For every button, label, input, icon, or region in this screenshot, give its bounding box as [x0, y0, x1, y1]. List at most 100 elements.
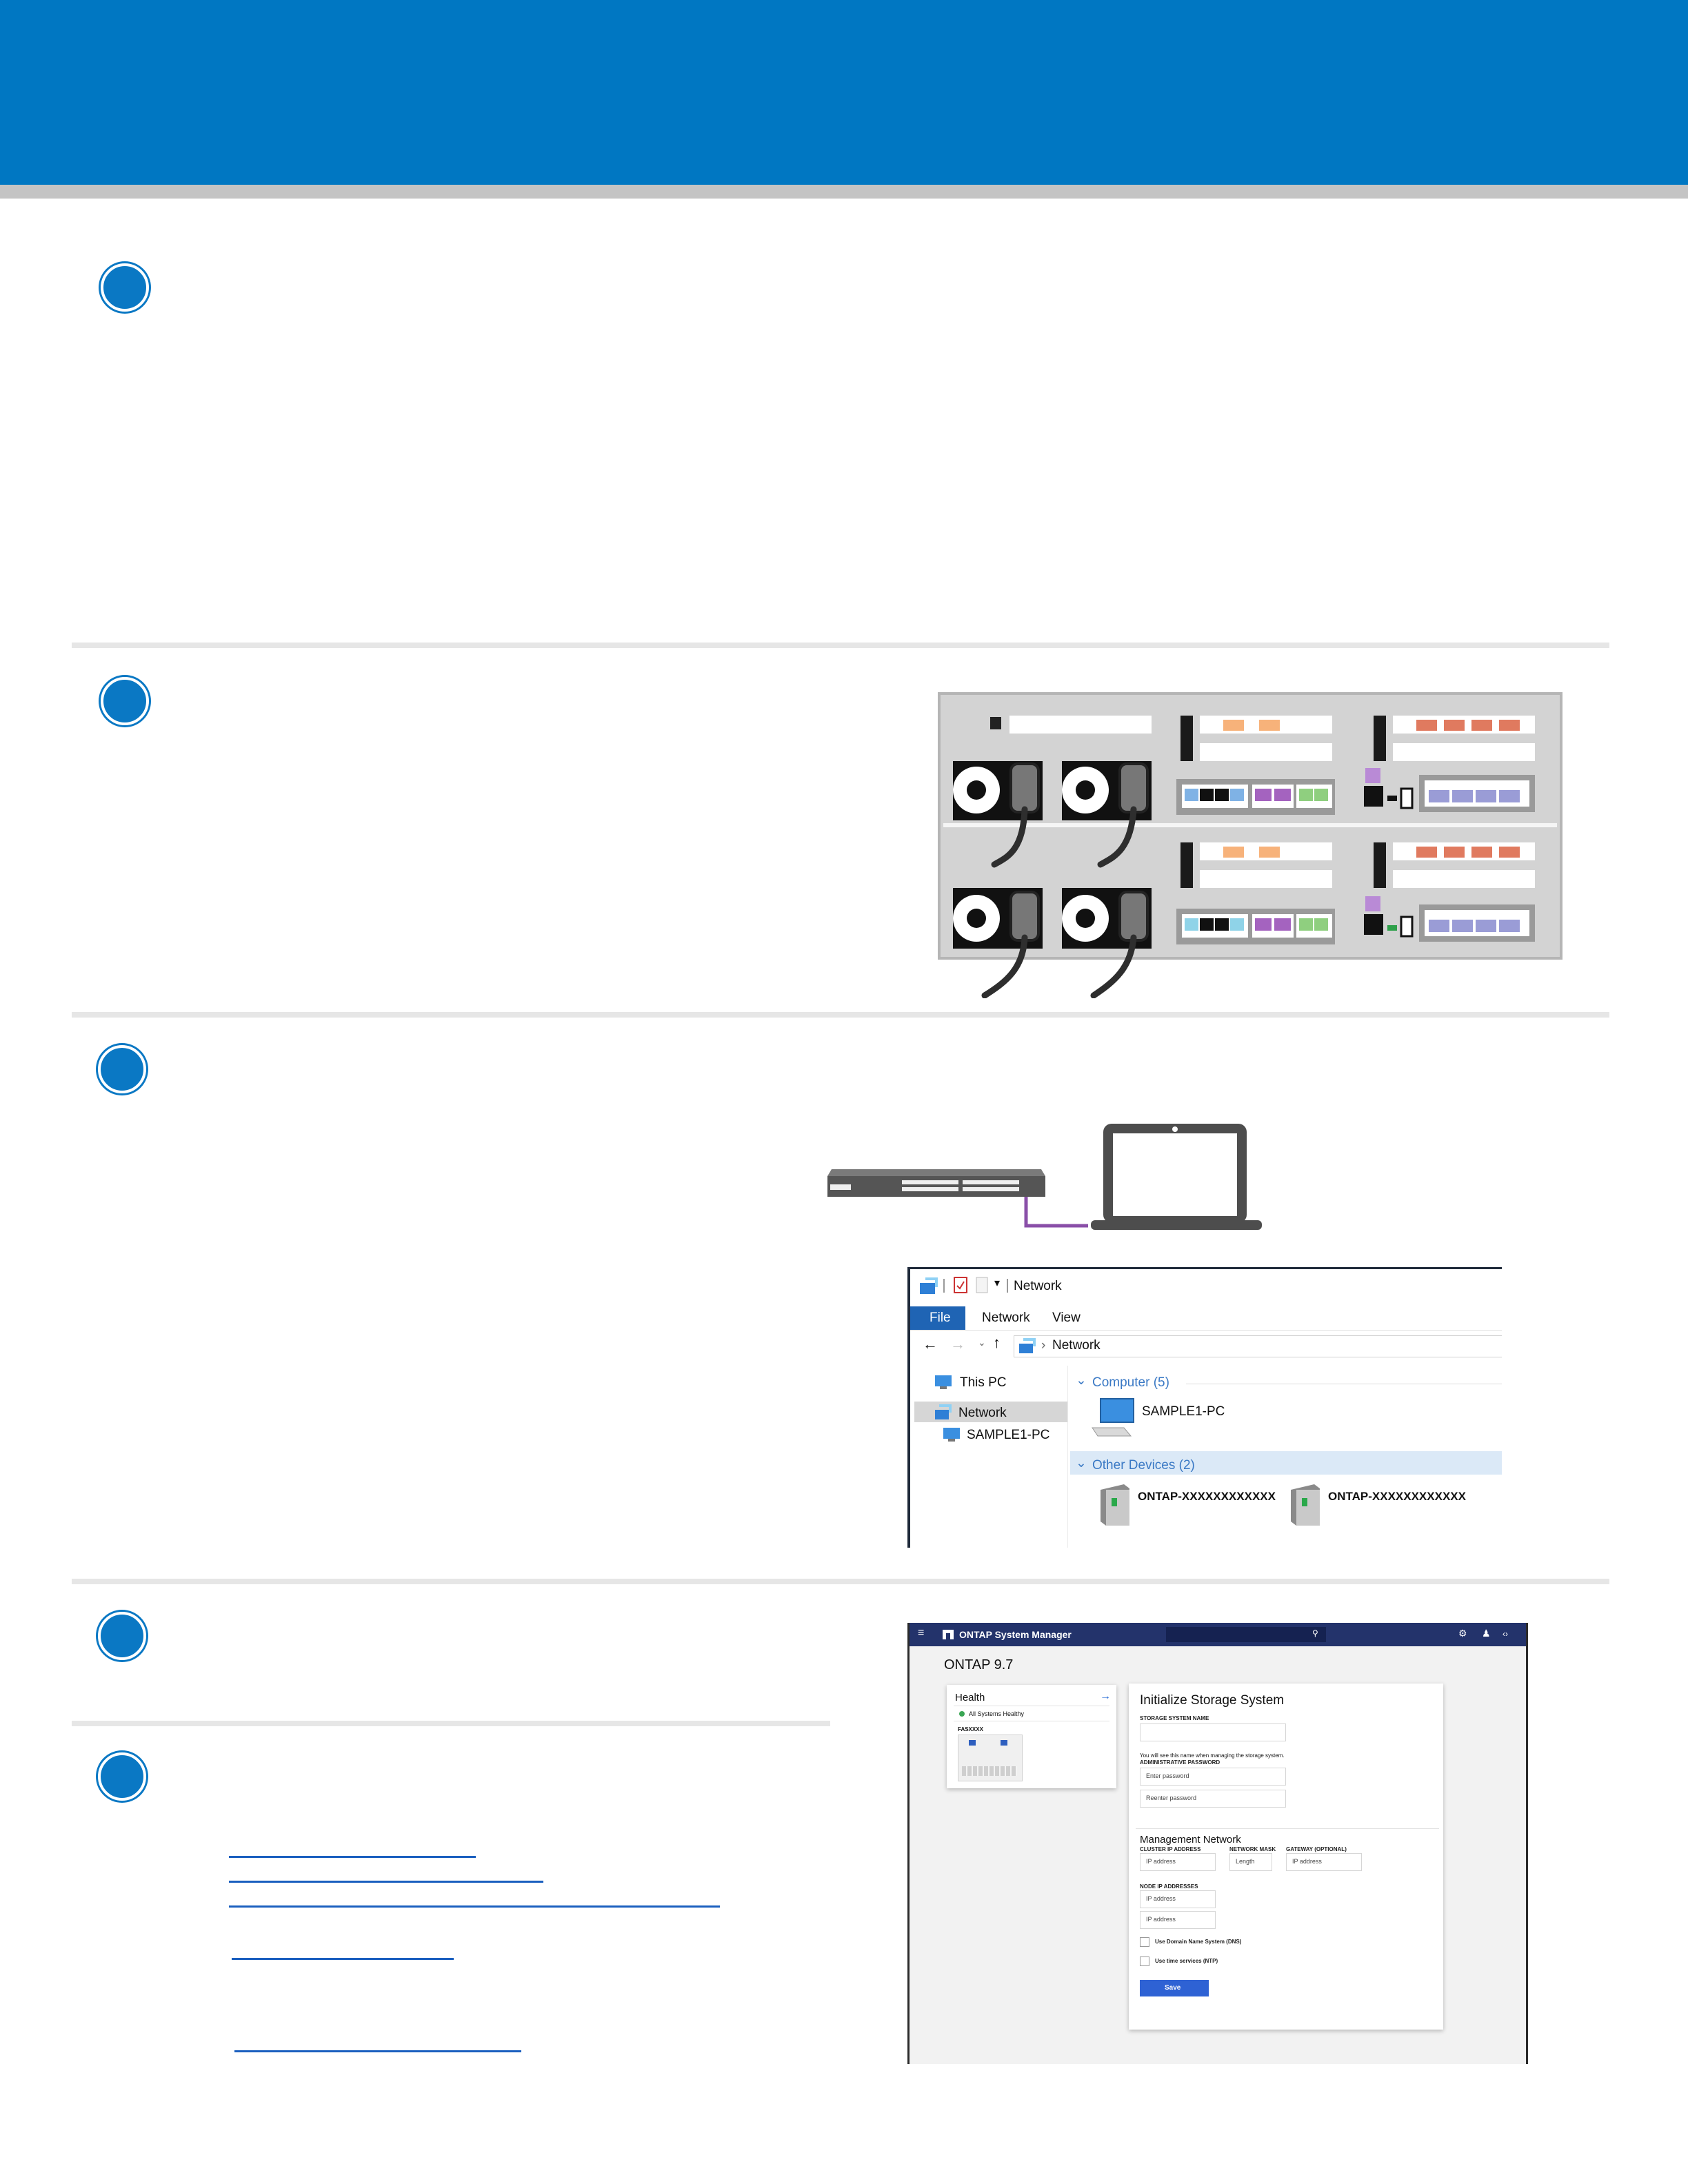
power-cords: [981, 806, 1137, 998]
ntp-checkbox-label: Use time services (NTP): [1155, 1958, 1218, 1964]
node-ip-input-2[interactable]: IP address: [1140, 1911, 1216, 1929]
back-arrow-icon[interactable]: ←: [923, 1335, 938, 1353]
switch-laptop-illustration: [827, 1124, 1262, 1230]
group-header-row-highlight: [1070, 1451, 1502, 1475]
healthy-check-icon: [959, 1711, 965, 1717]
forward-arrow-icon[interactable]: →: [950, 1335, 965, 1353]
controller-icon: [1001, 1740, 1007, 1746]
code-icon[interactable]: ‹›: [1503, 1629, 1508, 1639]
this-pc-icon: [935, 1375, 952, 1389]
mgmt-network-title: Management Network: [1140, 1834, 1241, 1846]
storage-name-hint: You will see this name when managing the…: [1140, 1752, 1285, 1759]
new-folder-icon[interactable]: [975, 1276, 989, 1294]
health-title: Health: [955, 1692, 985, 1703]
section-divider: [72, 1579, 1609, 1584]
menu-icon[interactable]: ≡: [918, 1627, 925, 1639]
ribbon-tab-file[interactable]: [910, 1306, 965, 1330]
save-button-label: Save: [1165, 1984, 1181, 1992]
device-item-ontap-2[interactable]: ONTAP-XXXXXXXXXXXX: [1328, 1490, 1466, 1503]
step-1-badge: [101, 263, 149, 312]
section-divider: [72, 1012, 1609, 1018]
search-icon[interactable]: ⚲: [1312, 1628, 1318, 1638]
cluster-ip-label: CLUSTER IP ADDRESS: [1140, 1846, 1201, 1852]
section-divider: [72, 643, 1609, 648]
password-input[interactable]: Enter password: [1140, 1768, 1286, 1786]
chevron-down-icon[interactable]: ⌄: [1076, 1373, 1087, 1388]
address-text: Network: [1052, 1338, 1101, 1353]
resource-link[interactable]: [234, 2050, 521, 2052]
properties-icon[interactable]: [953, 1276, 968, 1294]
navigation-pane: [910, 1366, 1068, 1548]
network-switch: [827, 1169, 1045, 1197]
ribbon-tab-network[interactable]: Network: [982, 1311, 1030, 1325]
recent-dropdown-icon[interactable]: ⌄: [978, 1337, 986, 1348]
global-search-input[interactable]: [1166, 1627, 1326, 1642]
step-2-badge: [101, 677, 149, 725]
nav-item-network[interactable]: Network: [958, 1406, 1007, 1420]
node-name: FASXXXX: [958, 1726, 983, 1732]
gear-icon[interactable]: ⚙: [1458, 1628, 1467, 1639]
step-3-badge: [98, 1045, 146, 1093]
ribbon-tab-file-label: File: [930, 1311, 951, 1325]
node-ip-input-1[interactable]: IP address: [1140, 1890, 1216, 1908]
group-header-other-devices[interactable]: Other Devices (2): [1092, 1458, 1195, 1473]
device-item-ontap-1[interactable]: ONTAP-XXXXXXXXXXXX: [1138, 1490, 1276, 1503]
window-title: Network: [1014, 1279, 1062, 1293]
controller-b: [953, 842, 1535, 949]
section-divider: [72, 1721, 830, 1726]
breadcrumb-chevron-icon: ›: [1041, 1338, 1046, 1353]
computer-icon: [943, 1428, 960, 1442]
disk-bay-strip: [962, 1766, 1017, 1776]
step-5-badge: [98, 1752, 146, 1801]
chevron-down-icon[interactable]: ⌄: [1076, 1456, 1087, 1470]
resource-link[interactable]: [229, 1881, 543, 1883]
group-header-computer[interactable]: Computer (5): [1092, 1375, 1169, 1390]
nav-item-sample-pc[interactable]: SAMPLE1-PC: [967, 1428, 1050, 1442]
ntp-checkbox[interactable]: [1140, 1957, 1149, 1966]
node-ip-label: NODE IP ADDRESSES: [1140, 1883, 1198, 1890]
storage-name-label: STORAGE SYSTEM NAME: [1140, 1715, 1209, 1721]
admin-password-label: ADMINISTRATIVE PASSWORD: [1140, 1759, 1220, 1766]
netapp-logo-icon: [943, 1630, 954, 1639]
network-icon: [920, 1277, 938, 1294]
header-rule: [0, 185, 1688, 199]
laptop-icon: [1091, 1124, 1262, 1230]
app-title: ONTAP System Manager: [959, 1629, 1072, 1640]
user-icon[interactable]: ♟: [1482, 1628, 1491, 1639]
storage-device-icon: [1291, 1484, 1320, 1526]
computer-item-sample-pc[interactable]: SAMPLE1-PC: [1142, 1404, 1225, 1419]
netmask-label: NETWORK MASK: [1229, 1846, 1276, 1852]
storage-name-input[interactable]: [1140, 1723, 1286, 1741]
resource-link[interactable]: [229, 1905, 720, 1908]
quick-access-dropdown-icon[interactable]: ▾: [994, 1277, 1001, 1289]
ribbon-tab-view[interactable]: View: [1052, 1311, 1081, 1325]
system-manager-window: ≡ ONTAP System Manager ⚲ ⚙ ♟ ‹› ONTAP 9.…: [907, 1623, 1528, 2064]
resource-link[interactable]: [229, 1856, 476, 1858]
ethernet-cable: [1024, 1197, 1088, 1228]
gateway-label: GATEWAY (OPTIONAL): [1286, 1846, 1347, 1852]
gateway-input[interactable]: IP address: [1286, 1853, 1362, 1871]
init-title: Initialize Storage System: [1140, 1693, 1285, 1708]
dns-checkbox[interactable]: [1140, 1937, 1149, 1947]
controller-chassis-illustration: [938, 692, 1563, 998]
health-status: All Systems Healthy: [969, 1710, 1025, 1717]
network-explorer-window: ▾ Network File Network View ← → ⌄ ↑ › Ne…: [907, 1267, 1502, 1548]
storage-device-icon: [1101, 1484, 1129, 1526]
header-banner: [0, 0, 1688, 185]
version-title: ONTAP 9.7: [944, 1657, 1014, 1672]
save-button[interactable]: [1140, 1980, 1209, 1996]
nav-network-icon: [935, 1404, 952, 1419]
arrow-right-icon[interactable]: →: [1100, 1690, 1111, 1702]
up-arrow-icon[interactable]: ↑: [993, 1334, 1001, 1351]
desktop-computer-icon: [1092, 1398, 1134, 1437]
ribbon-bar: [910, 1306, 1502, 1331]
dns-checkbox-label: Use Domain Name System (DNS): [1155, 1939, 1242, 1945]
address-network-icon: [1019, 1338, 1036, 1353]
controller-icon: [969, 1740, 976, 1746]
cluster-ip-input[interactable]: IP address: [1140, 1853, 1216, 1871]
netmask-input[interactable]: Length: [1229, 1853, 1272, 1871]
nav-item-this-pc[interactable]: This PC: [960, 1375, 1007, 1390]
resource-link[interactable]: [232, 1958, 454, 1960]
reenter-password-input[interactable]: Reenter password: [1140, 1790, 1286, 1808]
address-bar[interactable]: [1014, 1335, 1502, 1357]
